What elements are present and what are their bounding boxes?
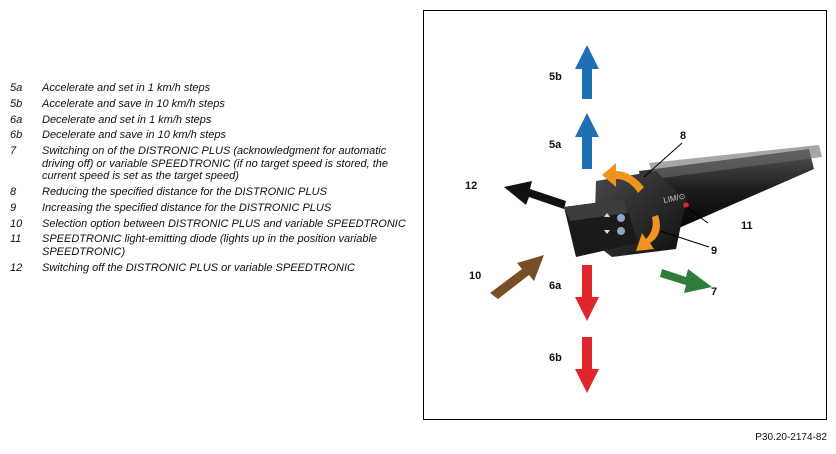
legend-text: Decelerate and set in 1 km/h steps bbox=[42, 113, 212, 126]
label-9: 9 bbox=[711, 245, 717, 257]
legend-number: 10 bbox=[10, 217, 23, 230]
legend-item: 6b Decelerate and save in 10 km/h steps bbox=[10, 129, 410, 142]
legend-item: 5b Accelerate and save in 10 km/h steps bbox=[10, 98, 410, 111]
arrow-7-icon bbox=[660, 269, 712, 293]
arrow-down-6b-icon bbox=[575, 337, 599, 393]
legend-item: 5a Accelerate and set in 1 km/h steps bbox=[10, 82, 410, 95]
legend-text: Switching off the DISTRONIC PLUS or vari… bbox=[42, 261, 355, 274]
legend-number: 11 bbox=[10, 233, 22, 246]
legend-text: SPEEDTRONIC light-emitting diode (lights… bbox=[42, 233, 378, 259]
legend-number: 9 bbox=[10, 201, 17, 214]
arrow-up-5a-icon bbox=[575, 113, 599, 169]
leader-line-11 bbox=[685, 206, 709, 224]
label-5a: 5a bbox=[549, 139, 562, 151]
arrow-down-6a-icon bbox=[575, 265, 599, 321]
label-6a: 6a bbox=[549, 280, 562, 292]
legend-number: 7 bbox=[10, 145, 17, 158]
legend-list: 5a Accelerate and set in 1 km/h steps 5b A… bbox=[10, 82, 410, 278]
legend-item: 8 Reducing the specified distance for the… bbox=[10, 186, 410, 199]
label-7: 7 bbox=[711, 286, 717, 298]
legend-item: 6a Decelerate and set in 1 km/h steps bbox=[10, 114, 410, 127]
legend-number: 12 bbox=[10, 261, 23, 274]
lever-stalk: LIM/⊙ bbox=[564, 145, 822, 257]
leader-line-9 bbox=[659, 230, 710, 248]
legend-text: Increasing the specified distance for th… bbox=[42, 201, 332, 214]
legend-text: Accelerate and save in 10 km/h steps bbox=[42, 97, 225, 110]
label-5b: 5b bbox=[549, 71, 562, 83]
led-indicator-icon bbox=[683, 202, 689, 208]
arrow-9-icon bbox=[636, 215, 660, 251]
legend-text: Accelerate and set in 1 km/h steps bbox=[42, 82, 211, 94]
arrow-12-icon bbox=[504, 181, 566, 209]
legend-number: 8 bbox=[10, 186, 17, 199]
leader-line-8 bbox=[643, 142, 683, 178]
legend-item: 12 Switching off the DISTRONIC PLUS or va… bbox=[10, 262, 410, 275]
legend-item: 10 Selection option between DISTRONIC PLU… bbox=[10, 218, 410, 231]
legend-item: 9 Increasing the specified distance for t… bbox=[10, 202, 410, 215]
label-8: 8 bbox=[680, 130, 686, 142]
legend-text: Reducing the specified distance for the … bbox=[42, 186, 327, 199]
label-12: 12 bbox=[465, 180, 477, 192]
legend-text: Decelerate and save in 10 km/h steps bbox=[42, 129, 227, 142]
legend-text: Selection option between DISTRONIC PLUS … bbox=[42, 217, 406, 230]
legend-number: 5a bbox=[10, 82, 23, 94]
label-6b: 6b bbox=[549, 352, 562, 364]
legend-number: 6b bbox=[10, 129, 23, 142]
label-10: 10 bbox=[469, 270, 481, 282]
arrow-10-icon bbox=[490, 255, 544, 299]
legend-number: 6a bbox=[10, 113, 23, 126]
arrow-up-5b-icon bbox=[575, 45, 599, 99]
figure-reference-code: P30.20-2174-82 bbox=[755, 432, 827, 443]
legend-item: 7 Switching on of the DISTRONIC PLUS (ack… bbox=[10, 145, 410, 183]
arrow-8-icon bbox=[602, 163, 644, 193]
legend-text: Switching on of the DISTRONIC PLUS (ackn… bbox=[42, 145, 389, 183]
legend-number: 5b bbox=[10, 97, 23, 110]
cruise-control-lever-figure: LIM/⊙ 5b 5a 8 12 11 9 10 6a 7 6b bbox=[423, 10, 827, 420]
legend-item: 11 SPEEDTRONIC light-emitting diode (ligh… bbox=[10, 233, 410, 258]
lever-diagram: LIM/⊙ 5b 5a 8 12 11 9 10 6a 7 6b bbox=[465, 45, 822, 393]
label-11: 11 bbox=[741, 220, 753, 232]
